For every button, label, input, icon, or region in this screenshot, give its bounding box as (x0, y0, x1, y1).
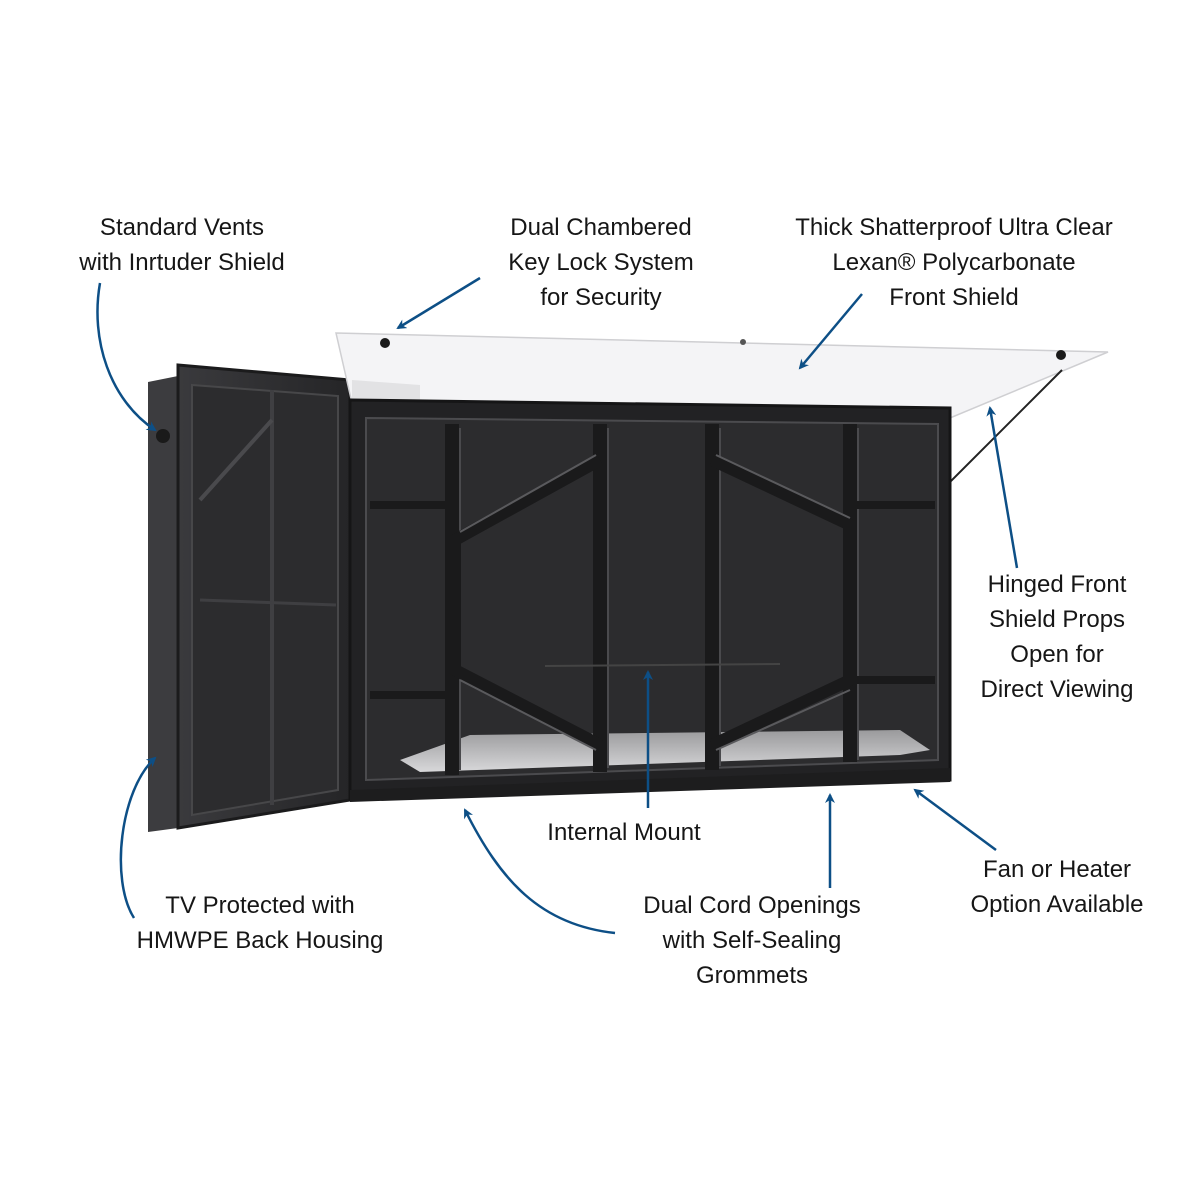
arrow-fan (913, 788, 997, 852)
label-key-lock: Dual Chambered Key Lock System for Secur… (508, 214, 694, 311)
front-frame (348, 398, 952, 802)
arrow-lock (396, 276, 481, 330)
label-front-shield: Thick Shatterproof Ultra Clear Lexan® Po… (795, 214, 1113, 311)
label-internal-mount: Internal Mount (547, 819, 701, 846)
label-hinged-shield: Hinged Front Shield Props Open for Direc… (980, 571, 1134, 703)
arrow-hinged (986, 406, 1019, 569)
label-cord-openings: Dual Cord Openings with Self-Sealing Gro… (643, 892, 861, 989)
arrow-shield (798, 293, 863, 370)
lock-icon (1056, 350, 1066, 360)
label-back-housing: TV Protected with HMWPE Back Housing (136, 892, 384, 954)
lock-icon (380, 338, 390, 348)
label-standard-vents: Standard Vents with Inrtuder Shield (79, 214, 285, 276)
arrow-cord-left (463, 808, 616, 935)
arrow-back (119, 756, 157, 919)
callout-arrows (96, 276, 1019, 935)
back-housing (148, 363, 352, 832)
arrow-vents (96, 282, 157, 432)
label-fan-heater: Fan or Heater Option Available (970, 856, 1144, 918)
vent-icon (156, 429, 170, 443)
